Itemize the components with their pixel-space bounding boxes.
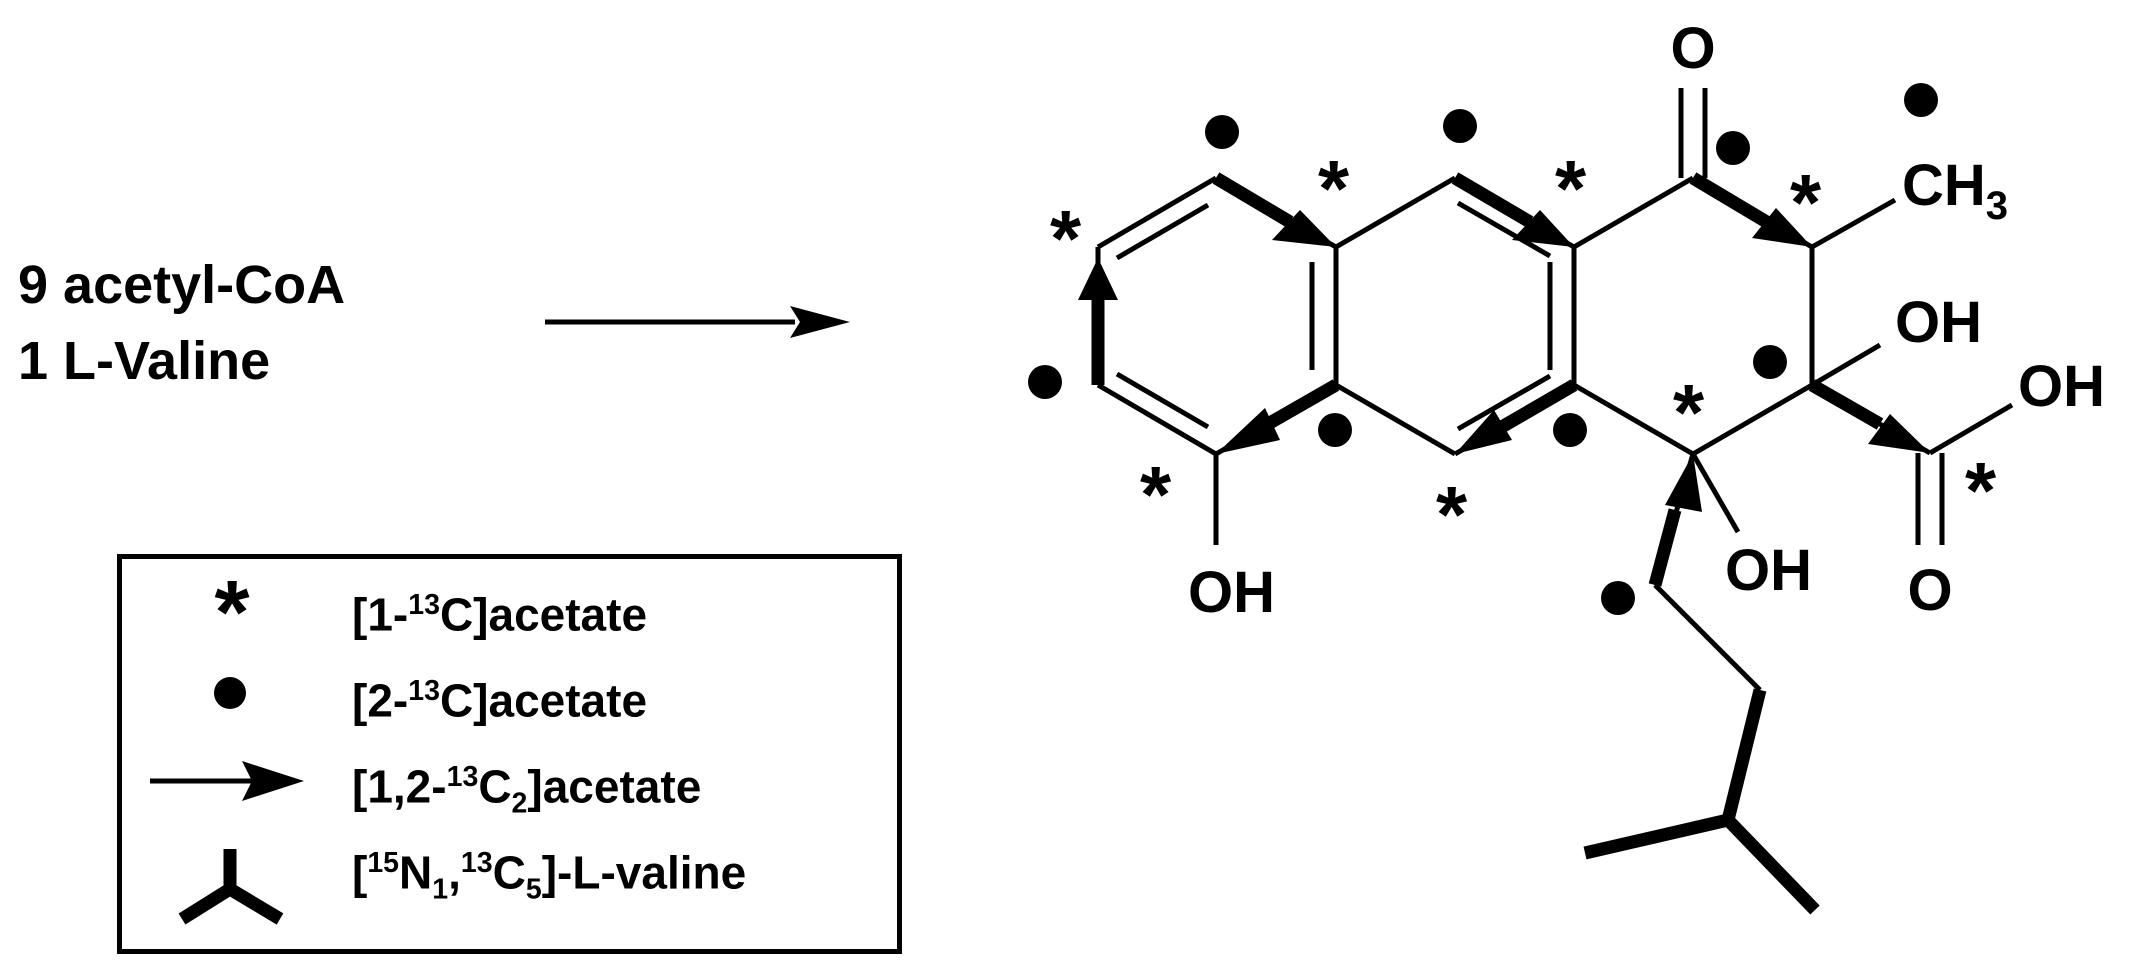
legend-label-15n-13c-valine: [15N1,13C5]-L-valine <box>352 846 747 906</box>
dot-marker <box>1904 83 1938 117</box>
legend-label-2-13c: [2-13C]acetate <box>352 674 648 727</box>
ketone-oxygen-label: O <box>1670 16 1715 81</box>
star-marker: * <box>1318 144 1350 233</box>
acetate-unit-arrows <box>1091 172 1884 587</box>
reactant-l-valine: 1 L-Valine <box>18 331 271 391</box>
acid-hydroxyl-label: OH <box>2018 354 2105 419</box>
legend-arrow-icon <box>150 761 304 801</box>
phenol-hydroxyl-label: OH <box>1188 560 1275 625</box>
legend-label-1-13c: [1-13C]acetate <box>352 588 648 641</box>
reaction-arrow <box>545 306 850 338</box>
acid-carbonyl-oxygen-label: O <box>1907 558 1952 623</box>
star-marker: * <box>1140 450 1172 539</box>
c3-hydroxyl-label: OH <box>1895 290 1982 355</box>
atom-labels: O CH3 OH OH O OH OH <box>1188 16 2105 625</box>
dot-marker <box>1205 115 1239 149</box>
dot-marker <box>1443 109 1477 143</box>
star-marker: * <box>1555 144 1587 233</box>
legend-star-icon: * <box>214 563 249 663</box>
dot-marker <box>1318 413 1352 447</box>
star-marker: * <box>1790 158 1822 247</box>
star-marker: * <box>1965 446 1997 535</box>
star-marker: * <box>1050 194 1082 283</box>
methyl-label: CH3 <box>1902 153 2008 228</box>
dot-marker <box>1753 345 1787 379</box>
legend-dot-icon <box>214 677 246 709</box>
legend-label-1-2-13c2: [1,2-13C2]acetate <box>352 760 702 820</box>
star-marker: * <box>1673 368 1705 457</box>
legend: * [1-13C]acetate [2-13C]acetate [1,2-13C… <box>117 554 902 954</box>
star-marker: * <box>1436 470 1468 559</box>
legend-tripod-icon <box>178 849 284 925</box>
c4-hydroxyl-label: OH <box>1725 538 1812 603</box>
star-markers: * * * * * * * * <box>1050 144 1997 559</box>
dot-markers <box>1028 83 1938 615</box>
dot-marker <box>1601 581 1635 615</box>
legend-symbols: * <box>150 563 304 925</box>
acetate-arrowheads <box>1078 208 1930 512</box>
reactant-acetyl-coa: 9 acetyl-CoA <box>18 255 346 315</box>
dot-marker <box>1028 365 1062 399</box>
dot-marker <box>1553 413 1587 447</box>
valine-bonds <box>1583 688 1820 915</box>
dot-marker <box>1716 131 1750 165</box>
